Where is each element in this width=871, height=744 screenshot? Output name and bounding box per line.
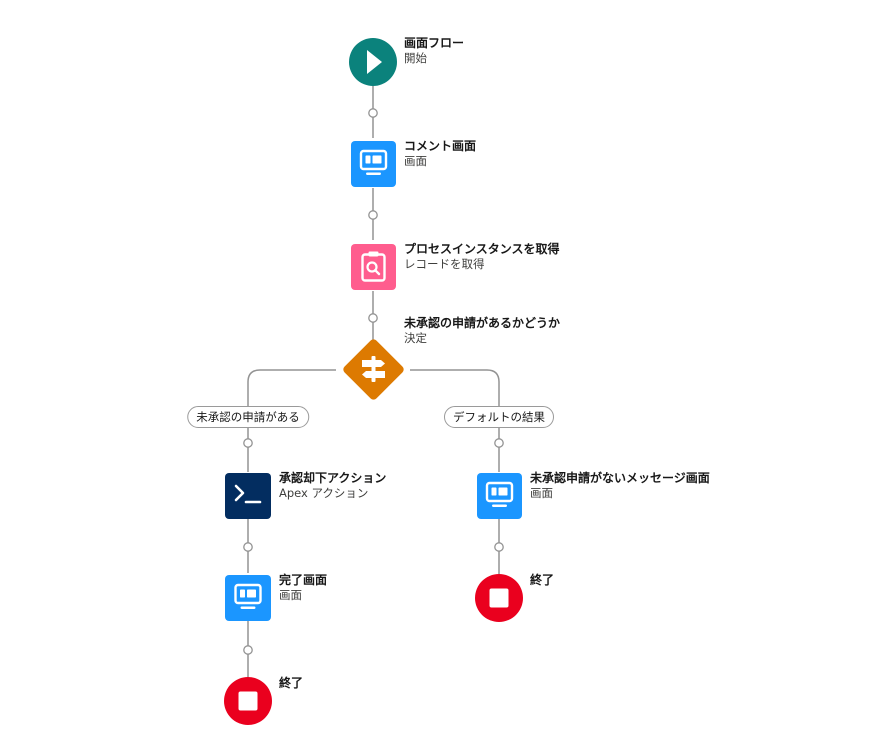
add-element-connector[interactable] xyxy=(368,313,378,323)
complete-screen-node-box[interactable] xyxy=(225,575,271,621)
complete-screen-title: 完了画面 xyxy=(279,573,328,587)
start-node[interactable] xyxy=(349,38,397,86)
apex-action-title: 承認却下アクション xyxy=(279,471,387,485)
no-pending-screen-subtitle: 画面 xyxy=(530,486,553,500)
get-records-title: プロセスインスタンスを取得 xyxy=(404,242,560,256)
add-element-connector[interactable] xyxy=(494,542,504,552)
screen-icon xyxy=(234,583,262,609)
add-element-connector[interactable] xyxy=(243,645,253,655)
decision-label: 未承認の申請があるかどうか 決定 xyxy=(404,316,560,346)
stop-icon xyxy=(238,691,258,711)
no-pending-screen-title: 未承認申請がないメッセージ画面 xyxy=(530,471,710,485)
comment-screen-subtitle: 画面 xyxy=(404,154,427,168)
comment-screen-node-box[interactable] xyxy=(351,141,396,187)
comment-screen-label: コメント画面 画面 xyxy=(404,139,476,169)
no-pending-screen-label: 未承認申請がないメッセージ画面 画面 xyxy=(530,471,710,501)
add-element-connector[interactable] xyxy=(494,438,504,448)
apex-action-node[interactable] xyxy=(225,473,271,519)
connector-decision-right xyxy=(410,369,500,472)
decision-title: 未承認の申請があるかどうか xyxy=(404,316,561,330)
get-records-icon xyxy=(361,251,386,282)
branch-label-left[interactable]: 未承認の申請がある xyxy=(187,406,309,428)
add-element-connector[interactable] xyxy=(368,210,378,220)
comment-screen-node[interactable] xyxy=(351,141,396,187)
complete-screen-node[interactable] xyxy=(225,575,271,621)
start-node-label: 画面フロー 開始 xyxy=(404,36,464,66)
complete-screen-label: 完了画面 画面 xyxy=(279,573,327,603)
apex-action-label: 承認却下アクション Apex アクション xyxy=(279,471,386,501)
get-records-label: プロセスインスタンスを取得 レコードを取得 xyxy=(404,242,560,272)
play-icon xyxy=(367,50,382,74)
end-right-title: 終了 xyxy=(530,573,555,587)
start-node-subtitle: 開始 xyxy=(404,51,427,65)
end-node-left[interactable] xyxy=(224,677,272,725)
add-element-connector[interactable] xyxy=(243,542,253,552)
get-records-node[interactable] xyxy=(351,244,396,290)
screen-icon xyxy=(359,149,388,175)
connector-decision-left xyxy=(247,369,336,472)
end-right-label: 終了 xyxy=(530,573,554,588)
decision-node[interactable] xyxy=(342,338,406,402)
end-node-right[interactable] xyxy=(475,574,523,622)
end-left-title: 終了 xyxy=(279,676,304,690)
get-records-subtitle: レコードを取得 xyxy=(404,257,485,271)
add-element-connector[interactable] xyxy=(368,108,378,118)
add-element-connector[interactable] xyxy=(243,438,253,448)
apex-action-node-box[interactable] xyxy=(225,473,271,519)
no-pending-screen-node[interactable] xyxy=(477,473,522,519)
complete-screen-subtitle: 画面 xyxy=(279,588,302,602)
decision-icon xyxy=(362,356,385,382)
apex-action-subtitle: Apex アクション xyxy=(279,486,369,500)
end-left-label: 終了 xyxy=(279,676,303,691)
apex-icon xyxy=(234,484,262,504)
branch-label-right[interactable]: デフォルトの結果 xyxy=(444,406,554,428)
decision-subtitle: 決定 xyxy=(404,331,427,345)
screen-icon xyxy=(485,481,514,507)
comment-screen-title: コメント画面 xyxy=(404,139,477,153)
no-pending-screen-node-box[interactable] xyxy=(477,473,522,519)
start-node-title: 画面フロー xyxy=(404,36,465,50)
get-records-node-box[interactable] xyxy=(351,244,396,290)
stop-icon xyxy=(489,588,509,608)
